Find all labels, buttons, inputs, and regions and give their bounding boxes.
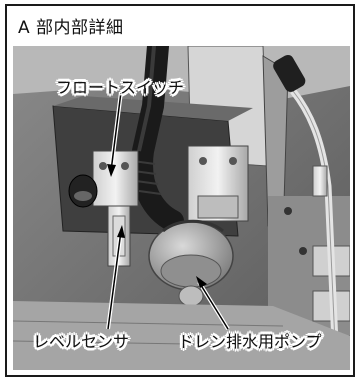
figure-title: A 部内部詳細 — [18, 18, 124, 38]
level-sensor-callout: レベルセンサ — [33, 332, 130, 351]
internal-detail-photo — [13, 46, 350, 370]
drain-pump-callout: ドレン排水用ポンプ — [178, 332, 322, 351]
float-switch-callout: フロートスイッチ — [56, 78, 185, 97]
